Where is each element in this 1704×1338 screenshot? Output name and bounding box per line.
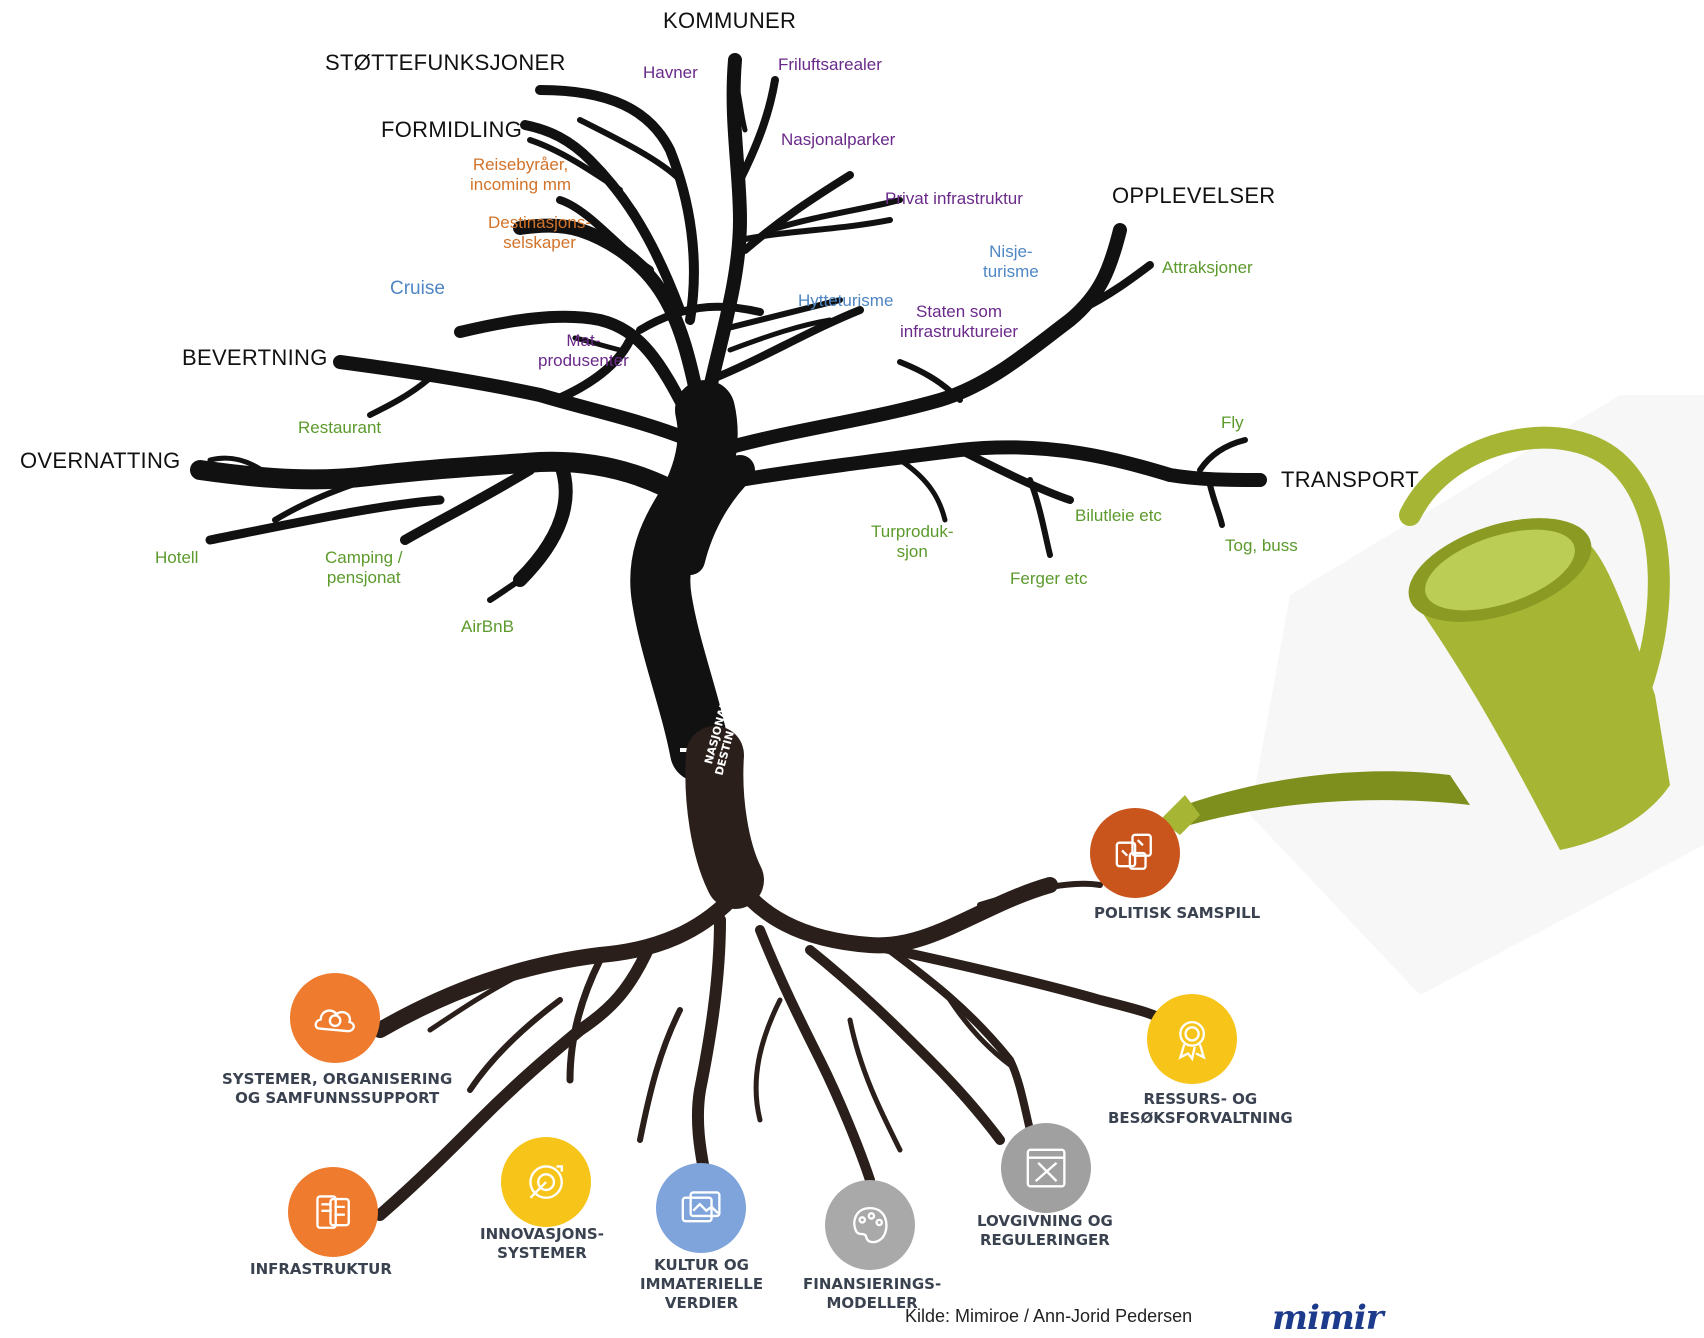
category-overnatting: OVERNATTING xyxy=(20,448,181,473)
root-trunk xyxy=(685,726,764,909)
root-label-kultur-line3: VERDIER xyxy=(664,1293,739,1312)
label-camping-line1: Camping / xyxy=(325,548,403,567)
roots xyxy=(372,726,1175,1221)
label-ferger: Ferger etc xyxy=(1010,569,1088,588)
documents-icon xyxy=(1115,833,1152,870)
root-label-ressurs-line1: RESSURS- OG xyxy=(1143,1090,1258,1108)
root-label-systemer: SYSTEMER, ORGANISERING OG SAMFUNNSSUPPOR… xyxy=(222,1070,452,1108)
root-label-systemer-line1: SYSTEMER, ORGANISERING xyxy=(222,1070,453,1088)
label-mat-line1: Mat- xyxy=(566,331,601,350)
root-circle-kultur xyxy=(656,1163,746,1253)
label-havner: Havner xyxy=(643,63,698,82)
award-badge-icon xyxy=(1178,1020,1206,1062)
label-turproduk-line1: Turproduk- xyxy=(871,522,954,541)
label-nisjeturisme: Nisje- turisme xyxy=(983,242,1039,281)
branch-transport xyxy=(733,440,1267,487)
label-nisje-line2: turisme xyxy=(983,261,1039,281)
label-tog-buss: Tog, buss xyxy=(1225,536,1298,555)
root-label-ressurs-line2: BESØKSFORVALTNING xyxy=(1108,1108,1293,1127)
root-label-kultur: KULTUR OG IMMATERIELLE VERDIER xyxy=(640,1256,763,1312)
label-privat-infrastruktur: Privat infrastruktur xyxy=(885,189,1023,208)
label-staten-som-infrastruktureier: Staten som infrastruktureier xyxy=(900,302,1018,341)
label-reisebyraer-line2: incoming mm xyxy=(470,174,572,194)
target-rocket-icon xyxy=(529,1165,563,1199)
root-circle-innovasjon xyxy=(501,1137,591,1227)
root-label-lovgivning-line1: LOVGIVNING OG xyxy=(977,1212,1113,1230)
pictures-icon xyxy=(681,1191,721,1223)
root-circle-systemer xyxy=(290,973,380,1063)
root-label-ressurs: RESSURS- OG BESØKSFORVALTNING xyxy=(1108,1090,1293,1128)
label-friluftsarealer: Friluftsarealer xyxy=(778,55,882,74)
label-staten-line1: Staten som xyxy=(916,302,1003,321)
root-circle-ressurs xyxy=(1147,994,1237,1084)
root-label-kultur-line2: IMMATERIELLE xyxy=(640,1274,764,1293)
label-mat-line2: produsenter xyxy=(538,350,629,370)
root-label-lovgivning-line2: REGULERINGER xyxy=(979,1230,1110,1249)
devices-icon xyxy=(316,1195,350,1229)
branch-overnatting xyxy=(190,451,700,510)
root-label-infrastruktur-line1: INFRASTRUKTUR xyxy=(250,1260,392,1278)
root-label-politisk: POLITISK SAMSPILL xyxy=(1094,904,1260,923)
root-label-kultur-line1: KULTUR OG xyxy=(654,1256,749,1274)
root-label-lovgivning: LOVGIVNING OG REGULERINGER xyxy=(977,1212,1113,1250)
category-transport: TRANSPORT xyxy=(1281,467,1419,492)
label-nasjonalparker: Nasjonalparker xyxy=(781,130,896,149)
source-credit: Kilde: Mimiroe / Ann-Jorid Pedersen xyxy=(905,1306,1193,1326)
branch-bevertning xyxy=(333,355,697,447)
label-reisebyraer: Reisebyråer, incoming mm xyxy=(470,155,571,194)
category-stottefunksjoner: STØTTEFUNKSJONER xyxy=(325,50,566,75)
category-bevertning: BEVERTNING xyxy=(182,345,328,370)
branch-opplevelser xyxy=(713,223,1127,457)
label-destinasjon-line2: selskaper xyxy=(503,232,576,252)
palette-icon xyxy=(853,1206,888,1244)
root-label-innovasjon-line2: SYSTEMER xyxy=(497,1243,587,1262)
tools-icon xyxy=(1026,1148,1066,1188)
label-fly: Fly xyxy=(1221,413,1244,432)
label-nisje-line1: Nisje- xyxy=(989,242,1033,261)
label-restaurant: Restaurant xyxy=(298,418,382,437)
label-destinasjonsselskaper: Destinasjons- selskaper xyxy=(488,213,591,252)
tree-crown xyxy=(190,53,1267,782)
branch-cruise xyxy=(454,310,696,426)
category-kommuner: KOMMUNER xyxy=(663,8,797,33)
root-circle-lovgivning xyxy=(1001,1123,1091,1213)
label-turproduksjon: Turproduk- sjon xyxy=(871,522,954,561)
label-destinasjon-line1: Destinasjons- xyxy=(488,213,591,232)
label-airbnb: AirBnB xyxy=(461,617,514,636)
label-bilutleie: Bilutleie etc xyxy=(1075,506,1162,525)
mimir-logo: mimir xyxy=(1272,1298,1384,1338)
root-label-infrastruktur: INFRASTRUKTUR xyxy=(250,1260,392,1279)
label-camping-pensjonat: Camping / pensjonat xyxy=(325,548,402,587)
label-attraksjoner: Attraksjoner xyxy=(1162,258,1253,277)
trunk xyxy=(630,380,738,782)
root-circle-finansiering xyxy=(825,1180,915,1270)
watering-can-illustration xyxy=(1160,395,1704,995)
root-label-finansiering-line1: FINANSIERINGS- xyxy=(803,1275,942,1293)
category-formidling: FORMIDLING xyxy=(381,117,523,142)
root-label-systemer-line2: OG SAMFUNNSSUPPORT xyxy=(235,1088,440,1107)
label-camping-line2: pensjonat xyxy=(326,567,401,587)
root-label-finansiering: FINANSIERINGS- MODELLER xyxy=(803,1275,941,1313)
branch-kommuner xyxy=(698,53,747,417)
label-turproduk-line2: sjon xyxy=(896,541,928,561)
label-reisebyraer-line1: Reisebyråer, xyxy=(472,155,569,174)
root-circle-politisk xyxy=(1090,808,1180,898)
label-cruise: Cruise xyxy=(390,278,445,299)
root-label-politisk-line1: POLITISK SAMSPILL xyxy=(1094,904,1261,922)
label-staten-line2: infrastruktureier xyxy=(900,321,1019,341)
root-label-innovasjon-line1: INNOVASJONS- xyxy=(480,1225,604,1243)
label-hytteturisme: Hytteturisme xyxy=(798,291,894,310)
root-label-innovasjon: INNOVASJONS- SYSTEMER xyxy=(480,1225,604,1263)
people-cloud-icon xyxy=(314,1009,355,1033)
root-label-finansiering-line2: MODELLER xyxy=(826,1293,918,1312)
root-circle-infrastruktur xyxy=(288,1167,378,1257)
label-matprodusenter: Mat- produsenter xyxy=(538,331,629,370)
category-opplevelser: OPPLEVELSER xyxy=(1112,183,1276,208)
label-hotell: Hotell xyxy=(155,548,199,567)
